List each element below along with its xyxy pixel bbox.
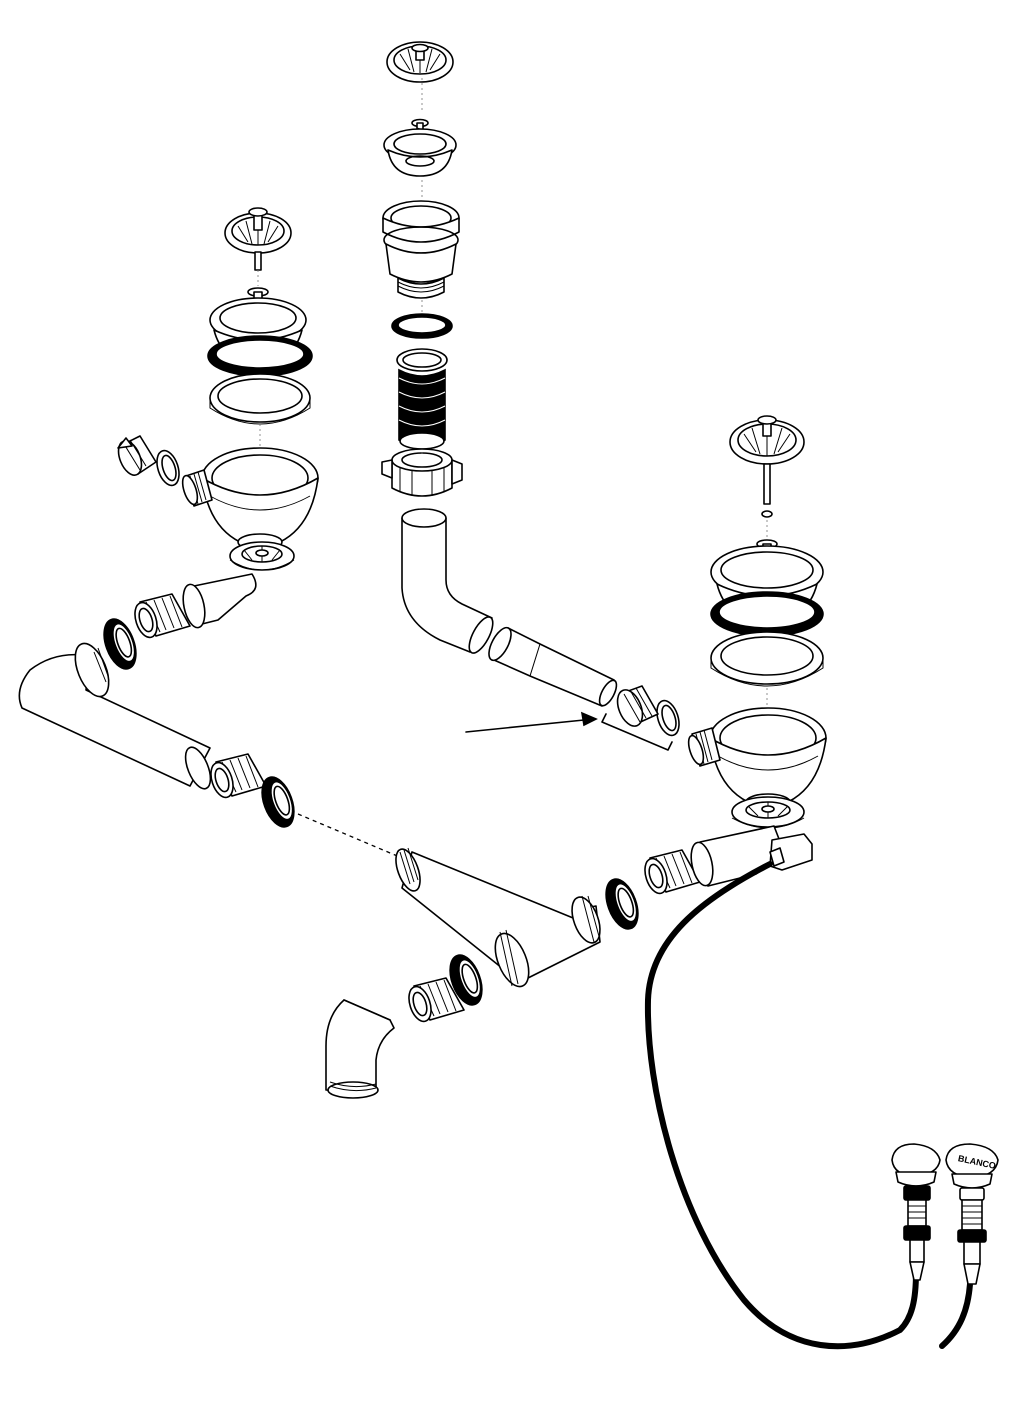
- right-basket-insert: [731, 796, 805, 829]
- left-drain-bowl: [201, 447, 319, 551]
- left-flange-ring: [209, 373, 311, 425]
- left-overflow-spigot: [181, 469, 213, 507]
- center-dip-pipe: [401, 508, 494, 654]
- right-drain-bowl: [709, 707, 827, 811]
- left-overflow-nut: [117, 435, 157, 476]
- center-screw-plug: [383, 118, 457, 177]
- left-horizontal-pipe-run: [18, 593, 403, 859]
- right-overflow-seal: [656, 699, 680, 737]
- left-strainer-top: [224, 207, 292, 271]
- left-overflow-seal: [156, 449, 180, 487]
- center-union-nut: [381, 448, 463, 497]
- central-tee-and-outlet: [325, 847, 701, 1099]
- pop-up-button-right: BLANCO: [945, 1143, 999, 1285]
- pointer-arrow: [465, 711, 598, 733]
- center-strainer-stack: [381, 41, 618, 707]
- right-sealing-ring: [710, 591, 824, 637]
- center-waste-body: [382, 200, 460, 299]
- center-connecting-pipe: [488, 626, 618, 707]
- left-union-nut: [130, 593, 191, 642]
- outlet-elbow-pipe: [325, 999, 395, 1099]
- central-tee-fitting: [395, 847, 601, 988]
- right-strainer-top: [729, 415, 805, 518]
- left-basket-insert: [229, 541, 295, 571]
- bowden-cable: [644, 861, 919, 1350]
- bowden-cable-and-buttons: BLANCO: [644, 861, 999, 1350]
- left-long-elbow-pipe: [18, 642, 212, 790]
- left-strainer-stack: [117, 207, 319, 629]
- center-extension-tube: [396, 348, 448, 450]
- right-overflow-nut: [616, 685, 659, 727]
- left-sealing-ring: [207, 335, 313, 377]
- center-o-ring: [391, 313, 453, 339]
- overflow-bracket: [601, 713, 673, 751]
- pop-up-button-left: [891, 1143, 941, 1281]
- right-strainer-stack: [601, 415, 827, 887]
- right-elbow-pipe-with-actuator: [690, 825, 813, 887]
- second-cable: [939, 1281, 973, 1349]
- center-strainer-top: [386, 41, 454, 83]
- right-flange-ring: [710, 631, 824, 687]
- right-overflow-spigot: [687, 727, 721, 767]
- right-tee-seal: [599, 873, 645, 935]
- left-elbow-pipe: [182, 573, 257, 629]
- alignment-dashed-line: [297, 813, 403, 859]
- left-lower-union-nut: [206, 753, 267, 802]
